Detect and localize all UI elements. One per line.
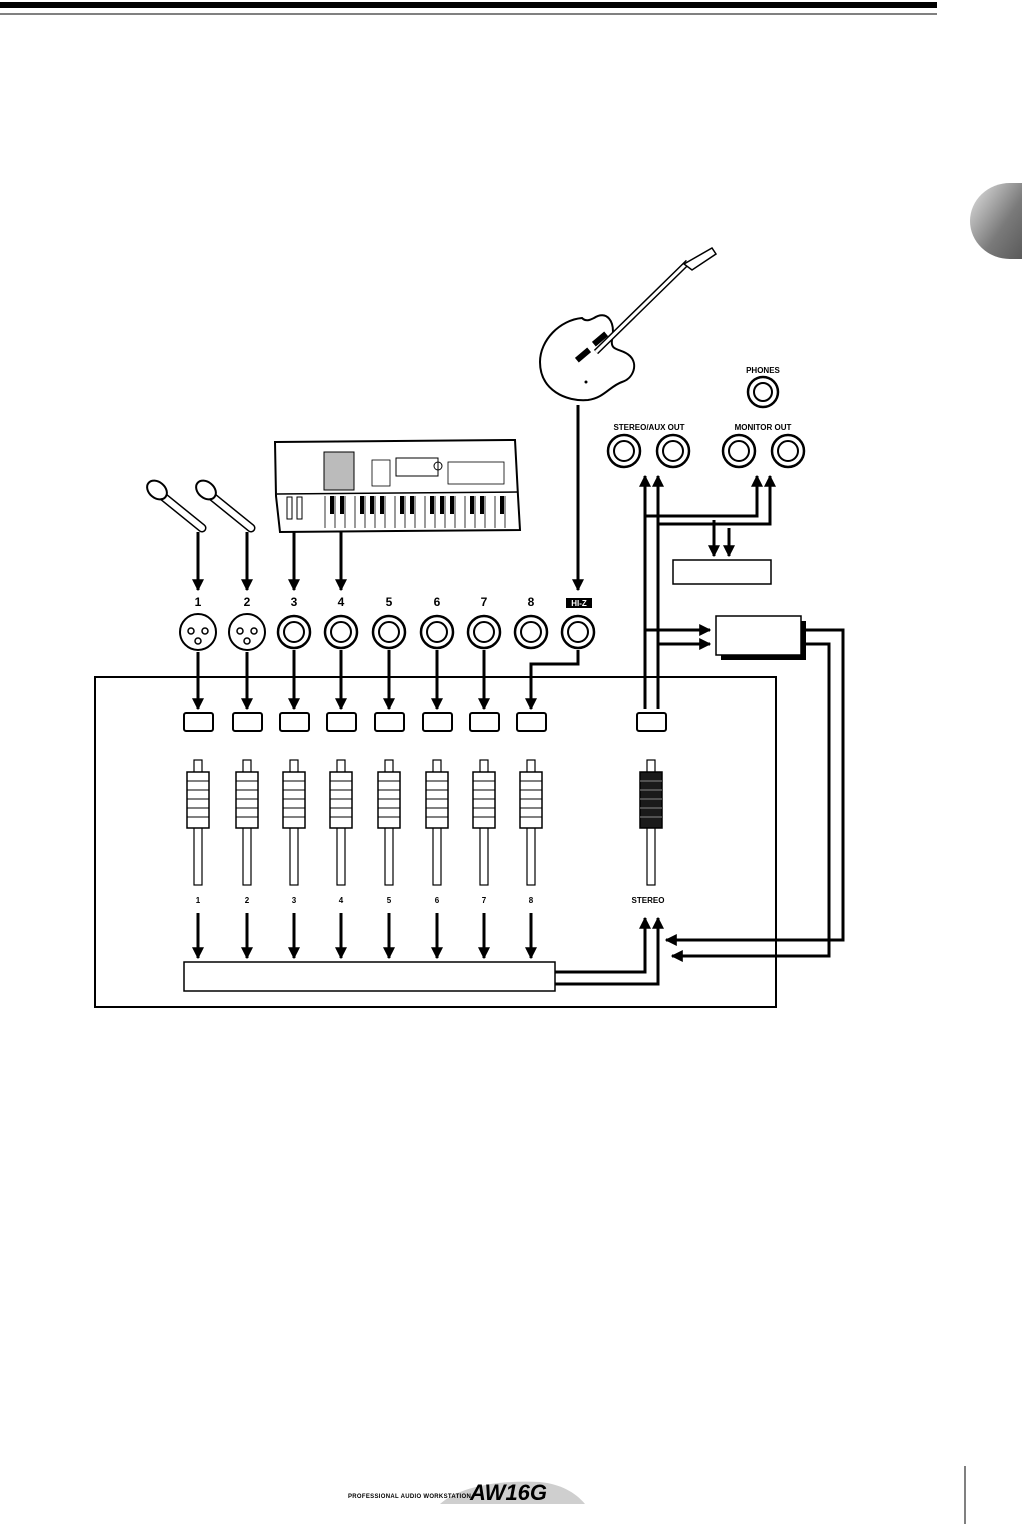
channel-label-7: 7 [482, 896, 487, 905]
hiz-label: HI-Z [571, 599, 587, 608]
arrow-effect-return-2 [670, 642, 831, 962]
input-label-5: 5 [386, 595, 393, 609]
channel-button-2 [232, 712, 263, 732]
jack-stereo-aux-out-l [606, 433, 642, 469]
channel-label-1: 1 [196, 896, 201, 905]
arrow-effect-return-1 [664, 628, 845, 946]
channel-button-5 [374, 712, 405, 732]
phones-label: PHONES [746, 366, 780, 375]
keyboard-synth-icon [273, 438, 522, 534]
footer-logo-text: AW16G [469, 1480, 547, 1505]
stereo-button [636, 712, 667, 732]
input-label-4: 4 [338, 595, 345, 609]
input-label-1: 1 [195, 595, 202, 609]
channel-label-2: 2 [245, 896, 250, 905]
effect-box [715, 615, 806, 660]
signal-arrows [192, 405, 845, 986]
fader-1 [186, 759, 210, 886]
mix-bus-box [183, 961, 556, 992]
channel-button-8 [516, 712, 547, 732]
fader-8 [519, 759, 543, 886]
xlr-input-1 [179, 613, 217, 651]
stereo-aux-out-label: STEREO/AUX OUT [613, 423, 684, 432]
footer-logo: PROFESSIONAL AUDIO WORKSTATION AW16G [348, 1480, 585, 1505]
arrow-to-monitor-out-l [645, 474, 763, 518]
arrow-bus-to-stereo-l [555, 916, 651, 974]
input-label-8: 8 [528, 595, 535, 609]
arrow-to-monitor-out-r [658, 474, 776, 526]
arrow-hiz-to-channel8 [525, 650, 580, 711]
channel-label-3: 3 [292, 896, 297, 905]
channel-label-4: 4 [339, 896, 344, 905]
arrow-bus-to-stereo-r [555, 916, 664, 986]
phone-jack-input-8 [513, 614, 549, 650]
phone-jack-hiz [560, 614, 596, 650]
channel-button-6 [422, 712, 453, 732]
stereo-fader [639, 759, 663, 886]
channel-button-3 [279, 712, 310, 732]
channel-label-5: 5 [387, 896, 392, 905]
fader-5 [377, 759, 401, 886]
phone-jack-input-5 [371, 614, 407, 650]
channel-label-8: 8 [529, 896, 534, 905]
phone-jack-input-7 [466, 614, 502, 650]
input-label-3: 3 [291, 595, 298, 609]
electric-guitar-icon [538, 247, 718, 402]
monitor-out-label: MONITOR OUT [735, 423, 792, 432]
jack-phones [746, 375, 780, 409]
header-rule [0, 2, 937, 15]
fader-2 [235, 759, 259, 886]
jack-monitor-out-l [721, 433, 757, 469]
input-label-6: 6 [434, 595, 441, 609]
chapter-tab [970, 183, 1022, 259]
phone-jack-input-3 [276, 614, 312, 650]
phone-jack-input-4 [323, 614, 359, 650]
input-label-7: 7 [481, 595, 488, 609]
phone-jack-input-6 [419, 614, 455, 650]
microphone-1-icon [146, 479, 207, 533]
channel-button-4 [326, 712, 357, 732]
fader-3 [282, 759, 306, 886]
hiz-badge: HI-Z [566, 598, 592, 608]
footer-tagline: PROFESSIONAL AUDIO WORKSTATION [348, 1494, 471, 1500]
xlr-input-2 [228, 613, 266, 651]
fader-7 [472, 759, 496, 886]
channel-button-1 [183, 712, 214, 732]
monitor-processor-box [672, 559, 772, 585]
channel-button-7 [469, 712, 500, 732]
jack-monitor-out-r [770, 433, 806, 469]
input-label-2: 2 [244, 595, 251, 609]
stereo-label: STEREO [632, 896, 665, 905]
jack-stereo-aux-out-r [655, 433, 691, 469]
fader-6 [425, 759, 449, 886]
microphone-2-icon [195, 479, 256, 533]
channel-label-6: 6 [435, 896, 440, 905]
fader-4 [329, 759, 353, 886]
